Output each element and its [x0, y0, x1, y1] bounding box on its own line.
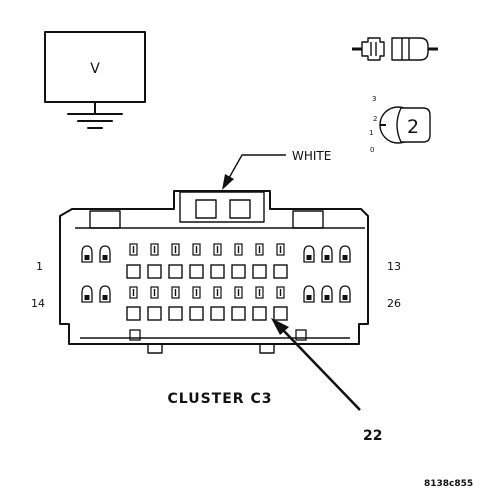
side-terminal-r1-c4-contact [324, 255, 330, 260]
connector-name: CLUSTER C3 [168, 391, 273, 407]
pin-label-26: 26 [387, 297, 401, 310]
cavity-square-top-4 [189, 264, 204, 279]
cavity-slot-bottom-8 [276, 286, 285, 299]
ignition-key [396, 107, 431, 143]
side-terminal-r1-c4 [321, 245, 333, 263]
cavity-slot-top-7 [255, 243, 264, 256]
side-terminal-r2-c4-contact [324, 295, 330, 300]
cavity-slot-top-2 [150, 243, 159, 256]
cavity-slot-bottom-4 [192, 286, 201, 299]
cavity-square-top-1 [126, 264, 141, 279]
side-terminal-r2-c1-contact [84, 295, 90, 300]
side-terminal-r2-c3-contact [306, 295, 312, 300]
pin-pointer-arrowhead [271, 318, 289, 335]
cavity-square-top-7 [252, 264, 267, 279]
side-terminal-r1-c5-contact [342, 255, 348, 260]
side-terminal-r1-c2-contact [102, 255, 108, 260]
cavity-square-top-6 [231, 264, 246, 279]
cavity-slot-top-6 [234, 243, 243, 256]
cavity-slot-top-3 [171, 243, 180, 256]
cavity-slot-bottom-5 [213, 286, 222, 299]
color-callout-leader [228, 154, 286, 179]
cavity-square-bottom-1 [126, 306, 141, 321]
side-terminal-r2-c1 [81, 285, 93, 303]
side-terminal-r2-c5-contact [342, 295, 348, 300]
ignition-pos-0: 0 [370, 146, 374, 154]
cavity-square-bottom-8 [273, 306, 288, 321]
ignition-switch-icon: 3 2 1 0 2 [369, 95, 431, 154]
cavity-slot-bottom-2 [150, 286, 159, 299]
cavity-square-top-8 [273, 264, 288, 279]
color-callout-arrowhead [222, 174, 234, 190]
cavity-slot-top-8 [276, 243, 285, 256]
cavity-square-bottom-7 [252, 306, 267, 321]
cavity-slot-top-4 [192, 243, 201, 256]
side-terminal-r2-c2-contact [102, 295, 108, 300]
cavity-square-top-3 [168, 264, 183, 279]
voltmeter-label: V [90, 61, 100, 77]
side-terminal-r1-c3-contact [306, 255, 312, 260]
voltmeter: V [44, 31, 146, 129]
cavity-square-top-5 [210, 264, 225, 279]
disconnected-connector-icon [352, 37, 438, 61]
side-terminal-r1-c1-contact [84, 255, 90, 260]
cavity-square-bottom-6 [231, 306, 246, 321]
side-terminal-r2-c2 [99, 285, 111, 303]
side-terminal-r1-c1 [81, 245, 93, 263]
side-terminal-r1-c3 [303, 245, 315, 263]
side-terminal-r2-c3 [303, 285, 315, 303]
color-callout: WHITE [292, 149, 331, 163]
ignition-key-label: 2 [407, 116, 419, 138]
cavity-square-bottom-2 [147, 306, 162, 321]
side-terminal-r2-c4 [321, 285, 333, 303]
ignition-pos-3: 3 [372, 95, 376, 103]
connector-c3-face [59, 190, 369, 354]
cavity-square-bottom-4 [189, 306, 204, 321]
pin-label-1: 1 [36, 260, 43, 273]
cavity-square-bottom-5 [210, 306, 225, 321]
connector-outline [59, 190, 369, 345]
pin-pointer-line [282, 329, 361, 411]
ignition-pos-2: 2 [373, 115, 377, 123]
cavity-slot-top-5 [213, 243, 222, 256]
cavity-square-top-2 [147, 264, 162, 279]
cavity-slot-bottom-7 [255, 286, 264, 299]
pin-label-14: 14 [31, 297, 45, 310]
cavity-slot-bottom-3 [171, 286, 180, 299]
cavity-slot-top-1 [129, 243, 138, 256]
side-terminal-r2-c5 [339, 285, 351, 303]
side-terminal-r1-c2 [99, 245, 111, 263]
mount-stud-1 [129, 329, 141, 341]
pin-pointer-label: 22 [363, 428, 382, 444]
figure-code: 8138c855 [424, 479, 473, 489]
cavity-slot-bottom-6 [234, 286, 243, 299]
pin-cavities [81, 243, 351, 341]
ignition-pos-1: 1 [369, 129, 373, 137]
connector-latch [179, 191, 265, 223]
side-terminal-r1-c5 [339, 245, 351, 263]
pin-label-13: 13 [387, 260, 401, 273]
mount-stud-2 [295, 329, 307, 341]
cavity-square-bottom-3 [168, 306, 183, 321]
cavity-slot-bottom-1 [129, 286, 138, 299]
